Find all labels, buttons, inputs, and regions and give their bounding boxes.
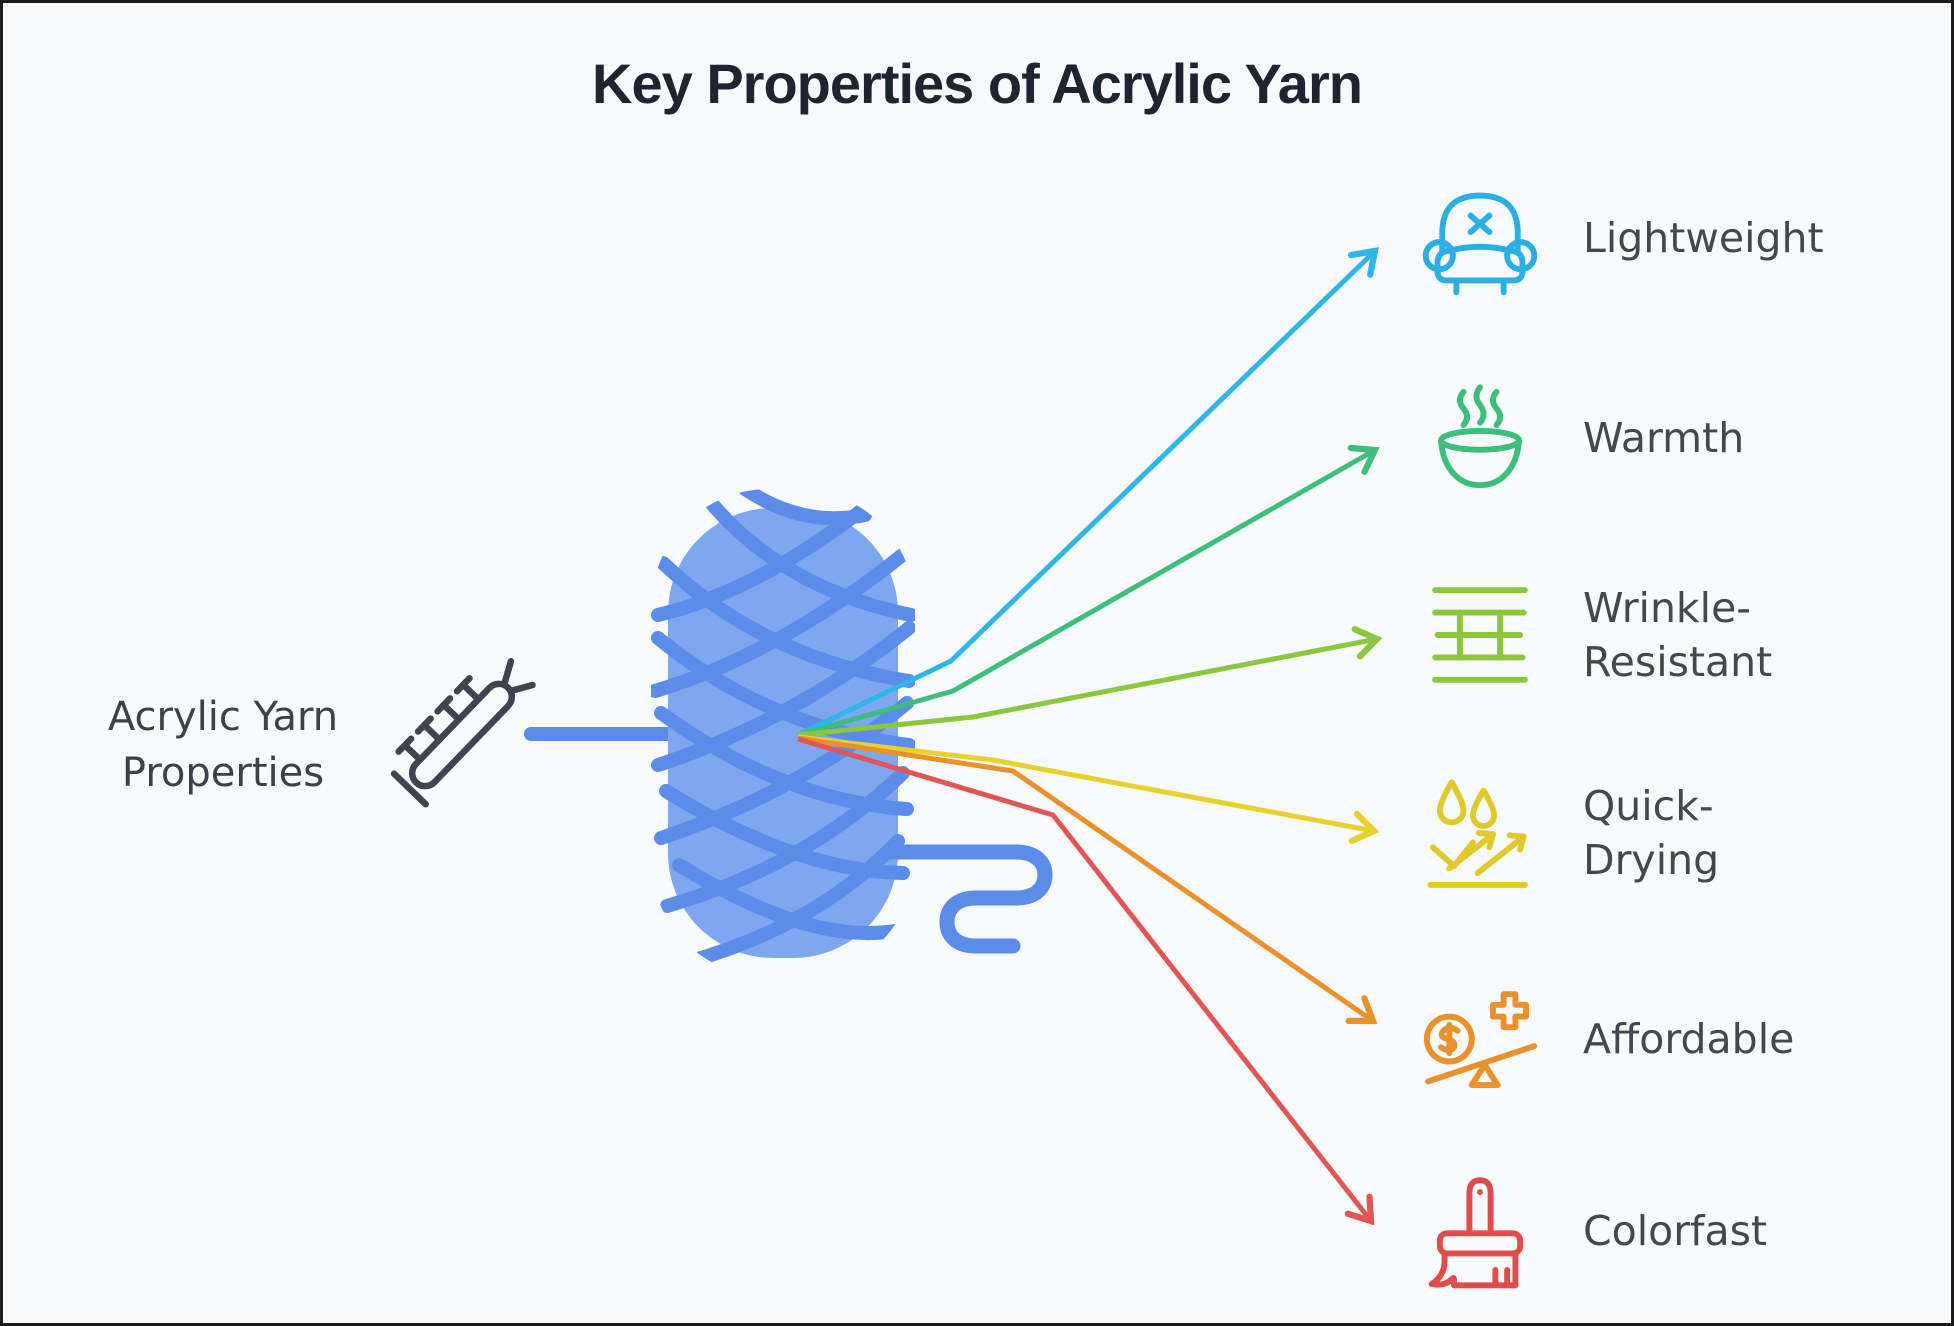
source-label-line1: Acrylic Yarn [107, 694, 339, 740]
source-label-line2: Properties [121, 750, 325, 796]
property-row-warmth: Warmth [1421, 376, 1744, 500]
page-title: Key Properties of Acrylic Yarn [592, 52, 1363, 115]
property-label: Lightweight [1583, 213, 1824, 262]
yarn-tail [883, 844, 1053, 954]
property-row-colorfast: Colorfast [1421, 1169, 1767, 1293]
connector-colorfast [797, 736, 1375, 1226]
price-balance-icon [1423, 991, 1538, 1088]
property-label: Wrinkle-Resistant [1583, 583, 1773, 686]
connector-affordable [797, 735, 1378, 1025]
property-row-quick-drying: Quick-Drying [1421, 771, 1823, 895]
connector-warmth [797, 444, 1380, 738]
property-label: Colorfast [1583, 1206, 1768, 1255]
paintbrush-icon [1428, 1177, 1524, 1289]
knitting-needle-icon [390, 658, 536, 808]
property-label: Warmth [1583, 413, 1745, 462]
fabric-weave-icon [1432, 587, 1528, 683]
diagram-artwork [390, 247, 1383, 1226]
property-row-wrinkle-resistant: Wrinkle-Resistant [1421, 573, 1823, 697]
drying-drops-icon [1427, 779, 1528, 888]
connector-quick-drying [797, 734, 1380, 844]
property-label: Affordable [1583, 1014, 1795, 1063]
connector-lightweight [796, 247, 1379, 738]
armchair-icon [1422, 192, 1538, 296]
property-label: Quick-Drying [1583, 781, 1720, 884]
property-row-lightweight: Lightweight [1421, 176, 1824, 300]
property-row-affordable: Affordable [1421, 977, 1794, 1101]
source-label: Acrylic Yarn Properties [103, 689, 343, 801]
steaming-bowl-icon [1438, 384, 1522, 489]
yarn-skein-icon [651, 489, 1053, 968]
connector-wrinkle-resistant [797, 626, 1383, 738]
